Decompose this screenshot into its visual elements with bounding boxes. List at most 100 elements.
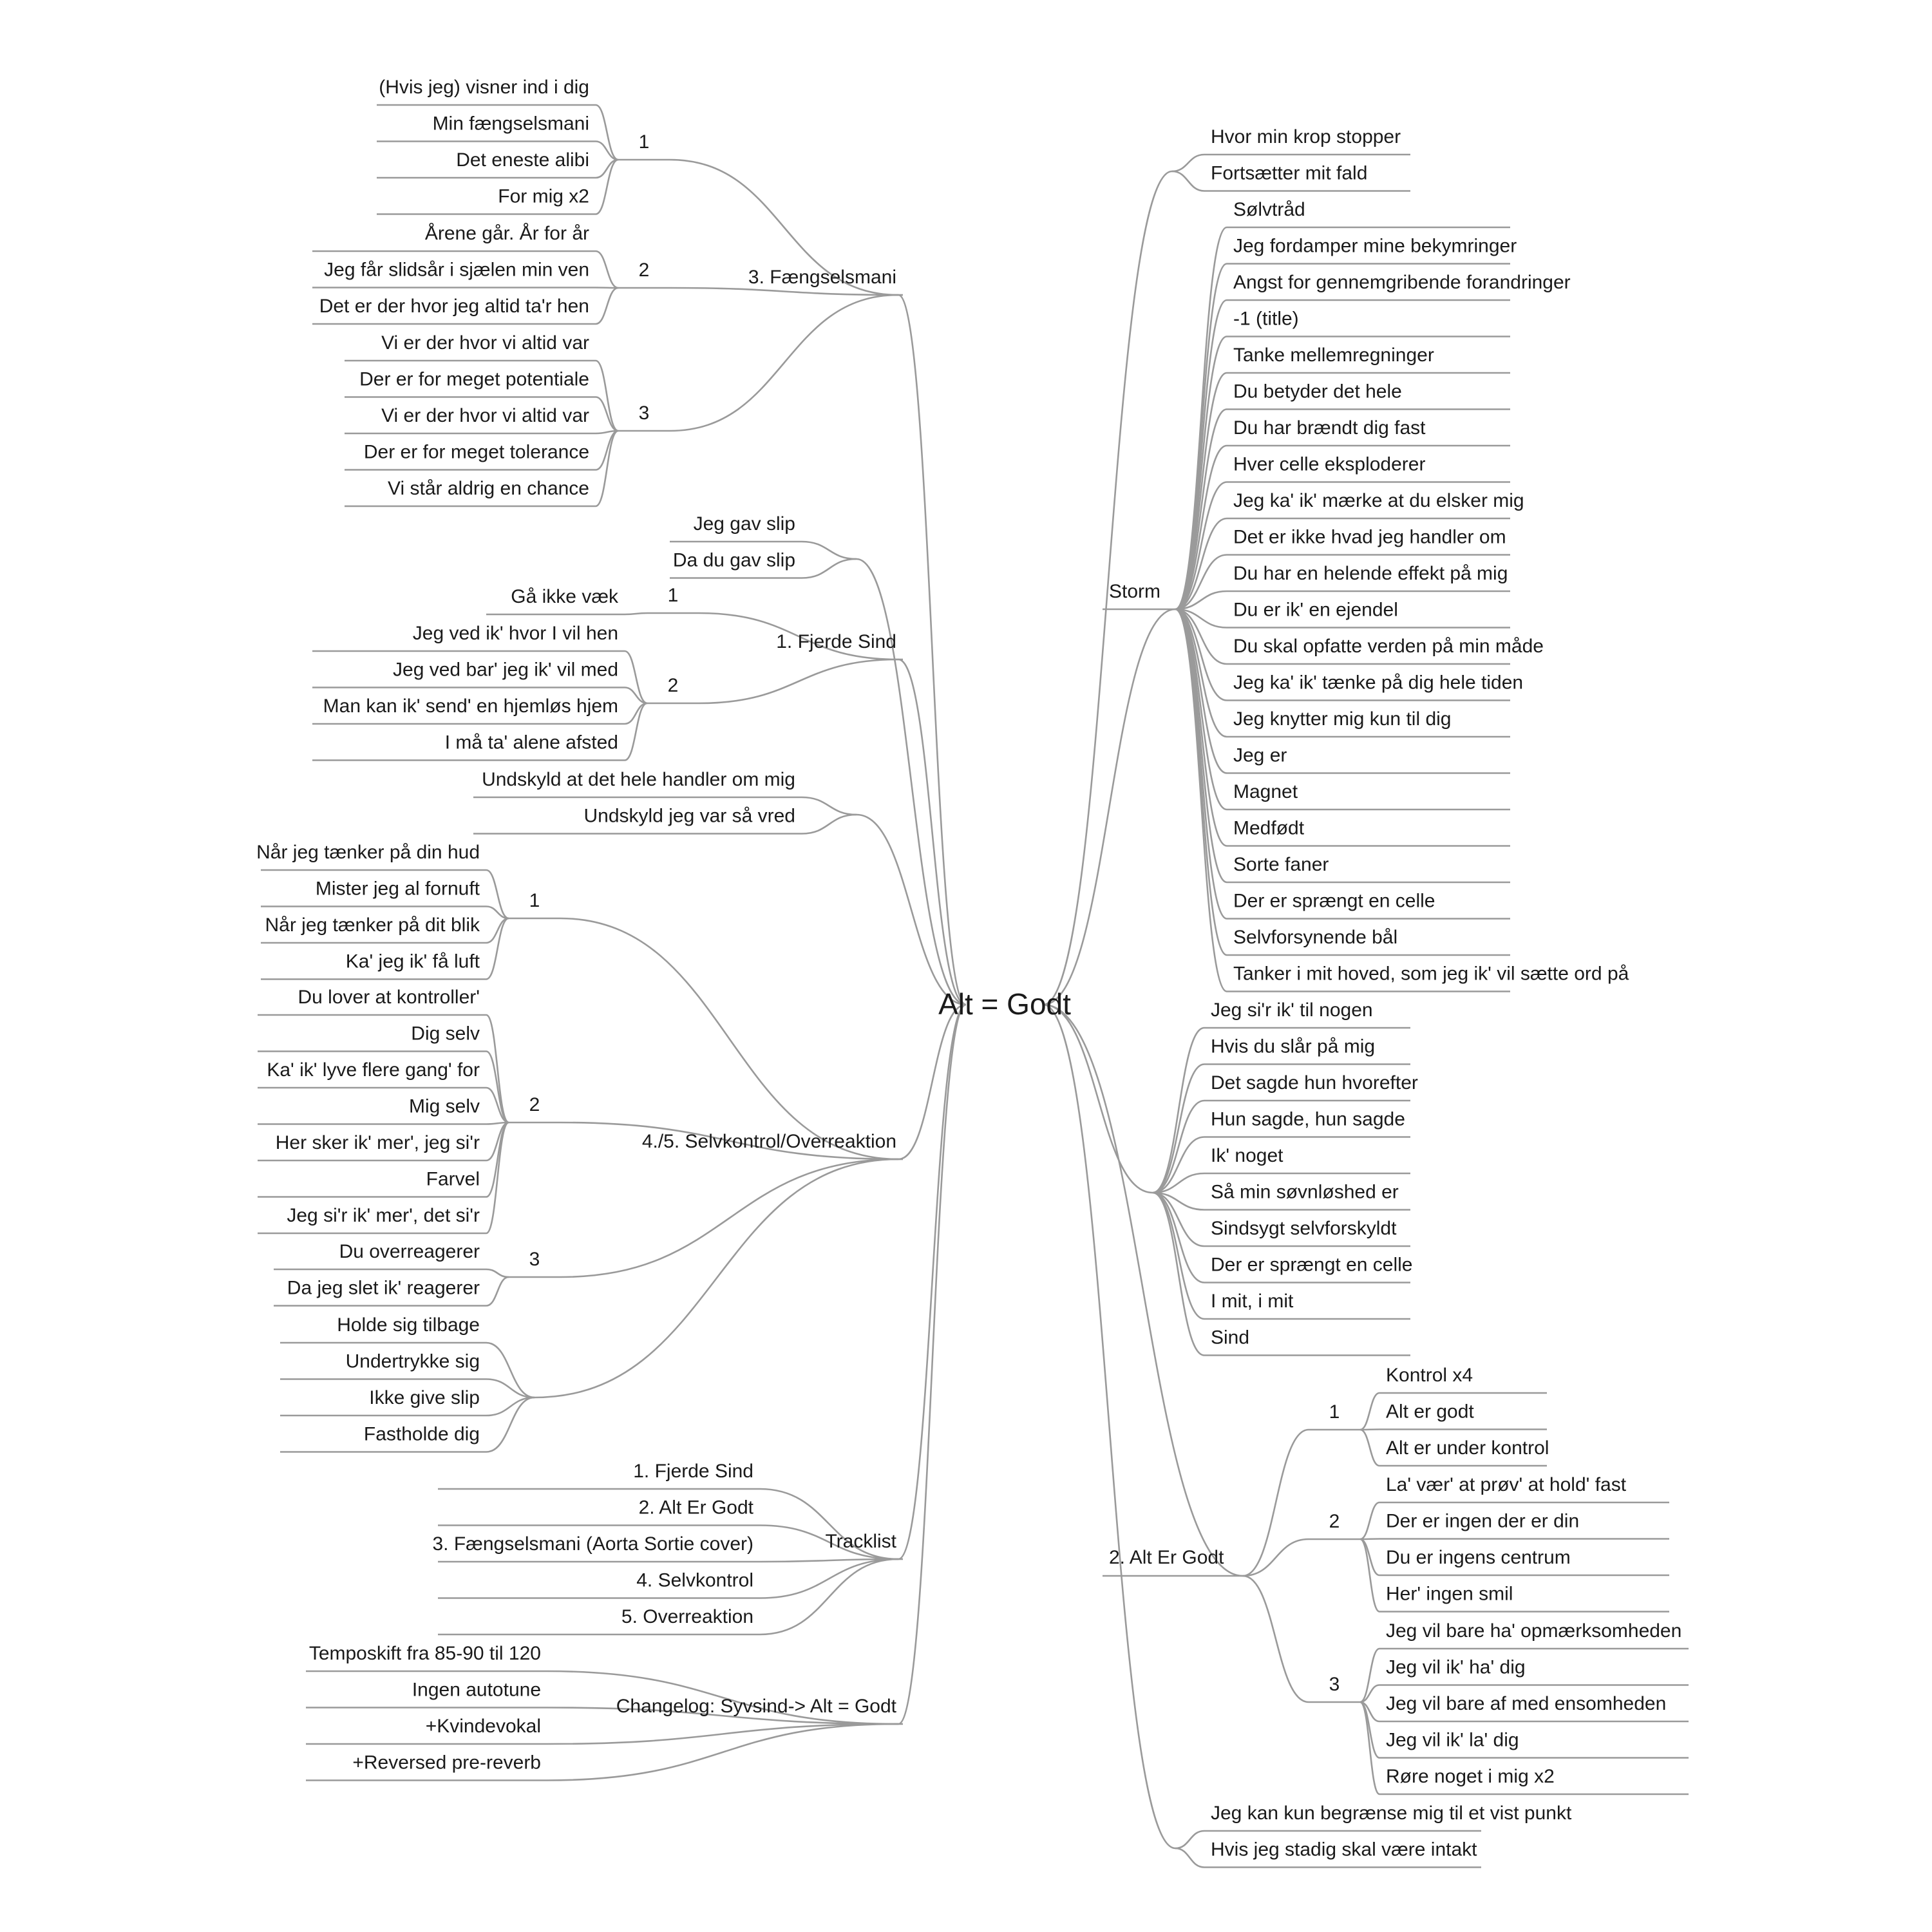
- node-mig-selv[interactable]: Mig selv: [409, 1096, 480, 1117]
- node-dig-selv[interactable]: Dig selv: [411, 1023, 480, 1045]
- group-number-2[interactable]: 2: [529, 1094, 540, 1115]
- node-i-mit-i-mit[interactable]: I mit, i mit: [1211, 1291, 1294, 1312]
- node-jeg-knytter-mig-kun-til-dig[interactable]: Jeg knytter mig kun til dig: [1233, 708, 1451, 730]
- node-sa-min-sovnloshed-er[interactable]: Så min søvnløshed er: [1211, 1182, 1399, 1203]
- node-ga-ikke-vaek[interactable]: Gå ikke væk: [511, 586, 619, 607]
- group-number-3[interactable]: 3: [1329, 1674, 1340, 1695]
- branch-storm[interactable]: Storm: [1109, 581, 1160, 602]
- node-jeg-fordamper-mine-bekymringer[interactable]: Jeg fordamper mine bekymringer: [1233, 236, 1517, 257]
- node-jeg-vil-ik-la-dig[interactable]: Jeg vil ik' la' dig: [1386, 1730, 1519, 1751]
- node-2-alt-er-godt[interactable]: 2. Alt Er Godt: [639, 1497, 754, 1519]
- node-der-er-for-meget-potentiale[interactable]: Der er for meget potentiale: [359, 369, 589, 390]
- branch-4-5-selvkontrol-overreaktion[interactable]: 4./5. Selvkontrol/Overreaktion: [642, 1131, 896, 1152]
- node-der-er-ingen-der-er-din[interactable]: Der er ingen der er din: [1386, 1511, 1579, 1532]
- node-hver-celle-eksploderer[interactable]: Hver celle eksploderer: [1233, 454, 1425, 475]
- node-tanke-mellemregninger[interactable]: Tanke mellemregninger: [1233, 345, 1434, 366]
- node-vi-star-aldrig-en-chance[interactable]: Vi står aldrig en chance: [388, 478, 589, 499]
- node-solvtrad[interactable]: Sølvtråd: [1233, 199, 1305, 220]
- node-jeg-gav-slip[interactable]: Jeg gav slip: [694, 513, 795, 535]
- node-5-overreaktion[interactable]: 5. Overreaktion: [621, 1606, 753, 1627]
- node-holde-sig-tilbage[interactable]: Holde sig tilbage: [337, 1314, 480, 1336]
- group-number-2[interactable]: 2: [668, 675, 679, 696]
- node-undskyld-jeg-var-sa-vred[interactable]: Undskyld jeg var så vred: [584, 806, 795, 827]
- group-number-3[interactable]: 3: [529, 1249, 540, 1270]
- node-sindsygt-selvforskyldt[interactable]: Sindsygt selvforskyldt: [1211, 1218, 1397, 1239]
- node-min-faengselsmani[interactable]: Min fængselsmani: [433, 113, 589, 135]
- node-rore-noget-i-mig-x2[interactable]: Røre noget i mig x2: [1386, 1766, 1555, 1787]
- node-du-betyder-det-hele[interactable]: Du betyder det hele: [1233, 381, 1402, 402]
- node-mister-jeg-al-fornuft[interactable]: Mister jeg al fornuft: [316, 878, 480, 900]
- node-du-er-ingens-centrum[interactable]: Du er ingens centrum: [1386, 1547, 1571, 1568]
- node-jeg-vil-ik-ha-dig[interactable]: Jeg vil ik' ha' dig: [1386, 1657, 1526, 1678]
- node-der-er-spraengt-en-celle[interactable]: Der er sprængt en celle: [1233, 891, 1435, 912]
- node-magnet[interactable]: Magnet: [1233, 781, 1298, 802]
- branch-changelog-syvsind-alt-godt[interactable]: Changelog: Syvsind-> Alt = Godt: [616, 1696, 897, 1717]
- group-number-1[interactable]: 1: [529, 890, 540, 911]
- node-kontrol-x4[interactable]: Kontrol x4: [1386, 1365, 1473, 1386]
- node-4-selvkontrol[interactable]: 4. Selvkontrol: [636, 1570, 753, 1591]
- node-i-ma-ta-alene-afsted[interactable]: I må ta' alene afsted: [445, 732, 618, 753]
- node-jeg-kan-kun-begraense-mig-til-et-vist-pu[interactable]: Jeg kan kun begrænse mig til et vist pun…: [1211, 1803, 1572, 1824]
- node-ingen-autotune[interactable]: Ingen autotune: [412, 1680, 541, 1701]
- node-sind[interactable]: Sind: [1211, 1327, 1249, 1349]
- node-selvforsynende-bal[interactable]: Selvforsynende bål: [1233, 927, 1397, 948]
- node-det-er-ikke-hvad-jeg-handler-om[interactable]: Det er ikke hvad jeg handler om: [1233, 527, 1506, 548]
- node-hun-sagde-hun-sagde[interactable]: Hun sagde, hun sagde: [1211, 1109, 1405, 1130]
- node-nar-jeg-taenker-pa-dit-blik[interactable]: Når jeg tænker på dit blik: [265, 914, 480, 936]
- node-jeg-ved-bar-jeg-ik-vil-med[interactable]: Jeg ved bar' jeg ik' vil med: [393, 659, 618, 681]
- node-undskyld-at-det-hele-handler-om-mig[interactable]: Undskyld at det hele handler om mig: [482, 769, 795, 790]
- node-du-har-en-helende-effekt-pa-mig[interactable]: Du har en helende effekt på mig: [1233, 563, 1508, 584]
- node-reversed-pre-reverb[interactable]: +Reversed pre-reverb: [352, 1752, 541, 1774]
- node-kvindevokal[interactable]: +Kvindevokal: [426, 1716, 541, 1737]
- node-du-har-braendt-dig-fast[interactable]: Du har brændt dig fast: [1233, 417, 1426, 439]
- node-her-sker-ik-mer-jeg-si-r[interactable]: Her sker ik' mer', jeg si'r: [276, 1132, 480, 1153]
- node-der-er-spraengt-en-celle[interactable]: Der er sprængt en celle: [1211, 1255, 1412, 1276]
- node-det-er-der-hvor-jeg-altid-ta-r-hen[interactable]: Det er der hvor jeg altid ta'r hen: [319, 296, 589, 317]
- node-jeg-er[interactable]: Jeg er: [1233, 745, 1287, 766]
- node-farvel[interactable]: Farvel: [426, 1169, 480, 1190]
- node-tanker-i-mit-hoved-som-jeg-ik-vil-saette[interactable]: Tanker i mit hoved, som jeg ik' vil sætt…: [1233, 963, 1629, 985]
- node-alt-er-godt[interactable]: Alt er godt: [1386, 1401, 1474, 1423]
- node-jeg-vil-bare-af-med-ensomheden[interactable]: Jeg vil bare af med ensomheden: [1386, 1693, 1666, 1714]
- node-da-jeg-slet-ik-reagerer[interactable]: Da jeg slet ik' reagerer: [287, 1278, 480, 1299]
- node-3-faengselsmani-aorta-sortie-cover[interactable]: 3. Fængselsmani (Aorta Sortie cover): [432, 1533, 753, 1555]
- branch-tracklist[interactable]: Tracklist: [825, 1531, 896, 1552]
- node-hvis-jeg-visner-ind-i-dig[interactable]: (Hvis jeg) visner ind i dig: [379, 77, 589, 98]
- node-medfodt[interactable]: Medfødt: [1233, 818, 1305, 839]
- node-det-sagde-hun-hvorefter[interactable]: Det sagde hun hvorefter: [1211, 1072, 1418, 1094]
- root-node[interactable]: Alt = Godt: [938, 987, 1071, 1021]
- node-jeg-si-r-ik-til-nogen[interactable]: Jeg si'r ik' til nogen: [1211, 999, 1373, 1021]
- node-hvor-min-krop-stopper[interactable]: Hvor min krop stopper: [1211, 126, 1401, 147]
- node-jeg-vil-bare-ha-opmaerksomheden[interactable]: Jeg vil bare ha' opmærksomheden: [1386, 1620, 1681, 1642]
- branch-3-faengselsmani[interactable]: 3. Fængselsmani: [748, 267, 896, 288]
- group-number-2[interactable]: 2: [639, 260, 650, 281]
- node-ka-jeg-ik-fa-luft[interactable]: Ka' jeg ik' få luft: [346, 951, 480, 972]
- node-ik-noget[interactable]: Ik' noget: [1211, 1145, 1283, 1166]
- node-ka-ik-lyve-flere-gang-for[interactable]: Ka' ik' lyve flere gang' for: [267, 1059, 480, 1081]
- node-jeg-far-slidsar-i-sjaelen-min-ven[interactable]: Jeg får slidsår i sjælen min ven: [324, 260, 589, 281]
- node-fortsaetter-mit-fald[interactable]: Fortsætter mit fald: [1211, 163, 1367, 184]
- node-hvis-du-slar-pa-mig[interactable]: Hvis du slår på mig: [1211, 1036, 1375, 1057]
- node-vi-er-der-hvor-vi-altid-var[interactable]: Vi er der hvor vi altid var: [381, 332, 589, 354]
- group-number-2[interactable]: 2: [1329, 1511, 1340, 1532]
- node-her-ingen-smil[interactable]: Her' ingen smil: [1386, 1584, 1513, 1605]
- branch-1-fjerde-sind[interactable]: 1. Fjerde Sind: [776, 631, 896, 652]
- node-jeg-ved-ik-hvor-i-vil-hen[interactable]: Jeg ved ik' hvor I vil hen: [413, 623, 618, 644]
- node-du-skal-opfatte-verden-pa-min-made[interactable]: Du skal opfatte verden på min måde: [1233, 636, 1544, 657]
- node-for-mig-x2[interactable]: For mig x2: [498, 186, 589, 207]
- node-man-kan-ik-send-en-hjemlos-hjem[interactable]: Man kan ik' send' en hjemløs hjem: [323, 696, 618, 717]
- node-jeg-ka-ik-taenke-pa-dig-hele-tiden[interactable]: Jeg ka' ik' tænke på dig hele tiden: [1233, 672, 1523, 694]
- node-jeg-si-r-ik-mer-det-si-r[interactable]: Jeg si'r ik' mer', det si'r: [287, 1205, 480, 1226]
- node-undertrykke-sig[interactable]: Undertrykke sig: [346, 1351, 480, 1372]
- node-la-vaer-at-prov-at-hold-fast[interactable]: La' vær' at prøv' at hold' fast: [1386, 1474, 1627, 1495]
- branch-2-alt-er-godt[interactable]: 2. Alt Er Godt: [1109, 1547, 1224, 1568]
- group-number-3[interactable]: 3: [639, 402, 650, 424]
- node-arene-gar-ar-for-ar[interactable]: Årene går. År for år: [425, 223, 589, 244]
- node-fastholde-dig[interactable]: Fastholde dig: [364, 1424, 480, 1445]
- node-temposkift-fra-85-90-til-120[interactable]: Temposkift fra 85-90 til 120: [309, 1643, 541, 1664]
- node-1-fjerde-sind[interactable]: 1. Fjerde Sind: [633, 1461, 753, 1482]
- group-number-1[interactable]: 1: [668, 585, 679, 606]
- node-sorte-faner[interactable]: Sorte faner: [1233, 854, 1329, 875]
- node-da-du-gav-slip[interactable]: Da du gav slip: [673, 550, 795, 571]
- node-ikke-give-slip[interactable]: Ikke give slip: [369, 1387, 480, 1408]
